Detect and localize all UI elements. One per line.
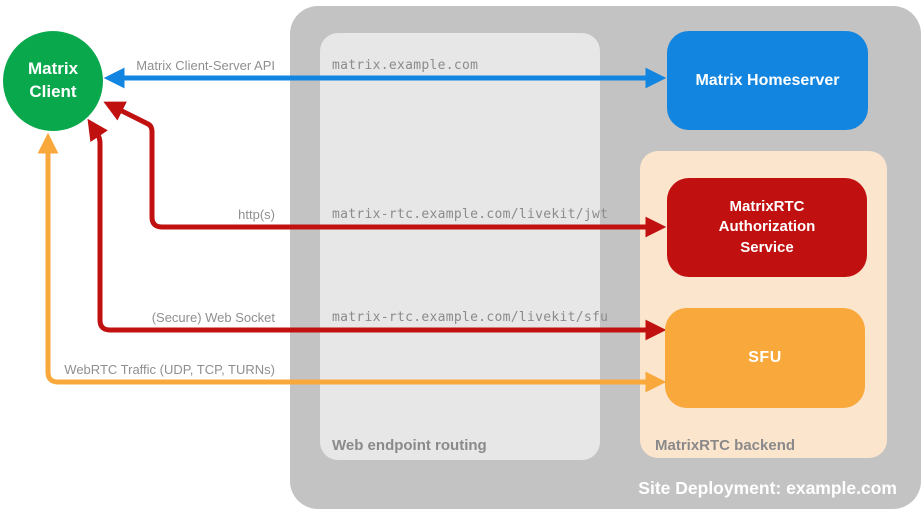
site-deployment-label: Site Deployment: example.com [638,478,897,498]
matrixrtc-backend-label: MatrixRTC backend [655,437,796,454]
matrixrtc-auth-service-label: MatrixRTC Authorization Service [718,198,816,256]
https-arrow-label: http(s) [238,207,275,222]
endpoint-matrix-example-com: matrix.example.com [332,58,479,73]
matrix-client-label: Matrix Client [27,59,79,101]
web-endpoint-routing-panel [320,33,600,460]
web-endpoint-routing-label: Web endpoint routing [332,437,487,454]
web-socket-arrow-label: (Secure) Web Socket [151,310,275,325]
matrix-homeserver-label: Matrix Homeserver [695,71,840,89]
client-server-api-arrow-label: Matrix Client-Server API [136,58,275,73]
webrtc-traffic-arrow-label: WebRTC Traffic (UDP, TCP, TURNs) [64,362,275,377]
sfu-node: SFU [665,308,865,408]
endpoint-livekit-sfu: matrix-rtc.example.com/livekit/sfu [332,310,609,325]
matrixrtc-auth-service-node: MatrixRTC Authorization Service [667,178,867,277]
matrix-homeserver-node: Matrix Homeserver [667,31,868,130]
sfu-label: SFU [748,349,782,366]
matrix-client-node: Matrix Client [3,31,103,131]
endpoint-livekit-jwt: matrix-rtc.example.com/livekit/jwt [332,207,609,222]
